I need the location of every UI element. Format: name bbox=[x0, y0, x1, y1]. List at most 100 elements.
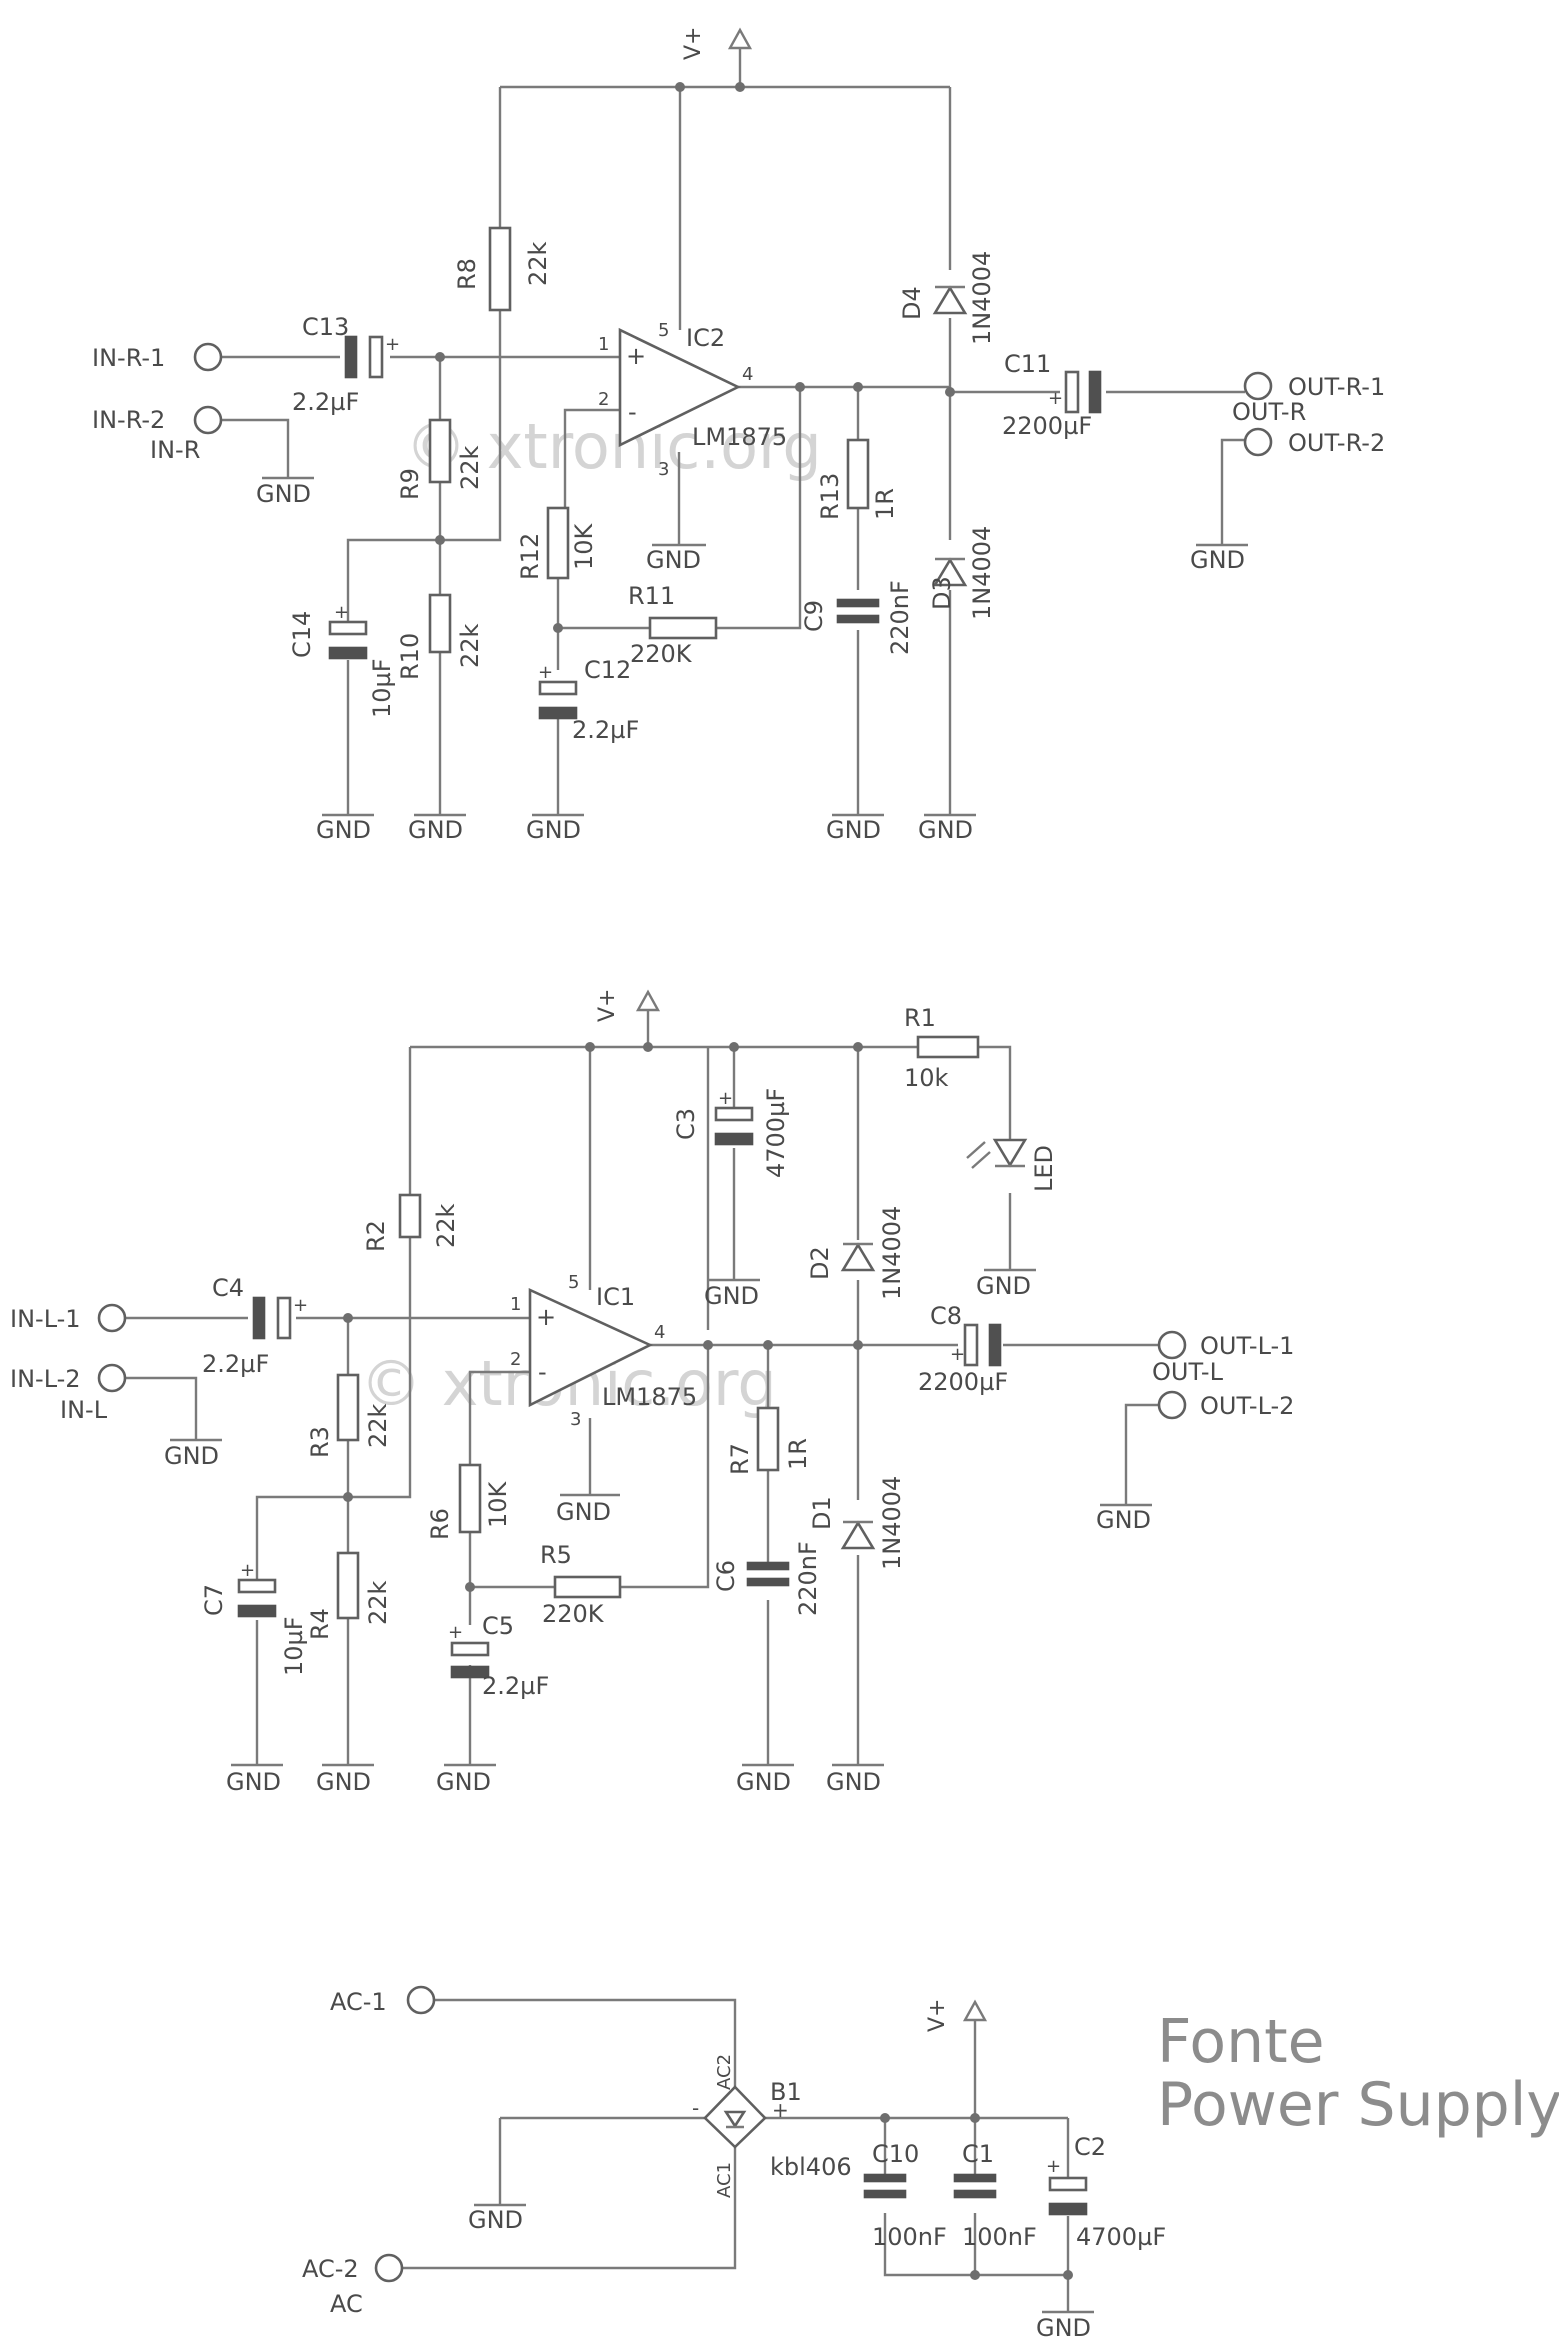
r7-value: 1R bbox=[784, 1438, 812, 1470]
c11-capacitor bbox=[1064, 370, 1080, 414]
left-channel-amplifier: + - 1 2 3 4 5 IC1 LM1875 V+ IN-L-1 IN-L-… bbox=[10, 989, 1294, 1796]
out-l-1-label: OUT-L-1 bbox=[1200, 1332, 1294, 1360]
in-r-1-label: IN-R-1 bbox=[92, 344, 165, 372]
c11-value: 2200µF bbox=[1002, 412, 1092, 440]
right-vplus-label: V+ bbox=[681, 27, 706, 60]
out-r-2-label: OUT-R-2 bbox=[1288, 429, 1385, 457]
out-l-2-label: OUT-L-2 bbox=[1200, 1392, 1294, 1420]
gnd-c14: GND bbox=[316, 816, 371, 844]
gnd-c9: GND bbox=[826, 816, 881, 844]
svg-text:+: + bbox=[385, 334, 400, 355]
gnd-ic2: GND bbox=[646, 546, 701, 574]
c14-capacitor bbox=[328, 620, 368, 636]
c9-capacitor bbox=[836, 598, 880, 608]
r6-label: R6 bbox=[426, 1508, 454, 1540]
ic2-pin4: 4 bbox=[742, 364, 753, 385]
power-supply: B1 kbl406 AC2 AC1 + - AC-1 AC-2 AC V+ C1… bbox=[302, 1985, 1559, 2342]
ic1-pin1: 1 bbox=[510, 1294, 521, 1315]
gnd-r-out: GND bbox=[1190, 546, 1245, 574]
c13-capacitor bbox=[344, 335, 358, 379]
svg-text:+: + bbox=[334, 602, 349, 623]
ac-label: AC bbox=[330, 2290, 363, 2318]
ic1-opamp-symbol bbox=[528, 1287, 654, 1408]
out-r-1-label: OUT-R-1 bbox=[1288, 373, 1385, 401]
c3-label: C3 bbox=[672, 1108, 700, 1140]
r4-resistor bbox=[336, 1551, 360, 1620]
r8-resistor bbox=[488, 226, 512, 312]
r1-label: R1 bbox=[904, 1004, 936, 1032]
gnd-c12: GND bbox=[526, 816, 581, 844]
c9-value: 220nF bbox=[886, 580, 914, 655]
ac-1-terminal bbox=[406, 1985, 436, 2015]
c13-value: 2.2µF bbox=[292, 388, 359, 416]
c4-value: 2.2µF bbox=[202, 1350, 269, 1378]
gnd-r10: GND bbox=[408, 816, 463, 844]
svg-text:+: + bbox=[448, 1622, 463, 1643]
r12-label: R12 bbox=[516, 533, 544, 580]
out-r-label: OUT-R bbox=[1232, 398, 1306, 426]
ic2-pin1: 1 bbox=[598, 334, 609, 355]
b1-label: B1 bbox=[770, 2078, 802, 2106]
c12-capacitor bbox=[538, 680, 578, 696]
gnd-l-out: GND bbox=[1096, 1506, 1151, 1534]
gnd-c6: GND bbox=[736, 1768, 791, 1796]
in-l-1-label: IN-L-1 bbox=[10, 1305, 81, 1333]
right-vplus-symbol: V+ bbox=[681, 27, 753, 60]
r9-label: R9 bbox=[396, 468, 424, 500]
svg-text:+: + bbox=[1046, 2156, 1061, 2177]
r4-label: R4 bbox=[306, 1608, 334, 1640]
in-l-2-terminal bbox=[97, 1363, 127, 1393]
c13-label: C13 bbox=[302, 313, 349, 341]
r5-label: R5 bbox=[540, 1541, 572, 1569]
r8-label: R8 bbox=[453, 258, 481, 290]
d2-value: 1N4004 bbox=[878, 1206, 906, 1300]
c2-capacitor bbox=[1048, 2176, 1088, 2192]
ic1-pin4: 4 bbox=[654, 1322, 665, 1343]
in-l-label: IN-L bbox=[60, 1396, 108, 1424]
r13-value: 1R bbox=[871, 488, 899, 520]
gnd-c7: GND bbox=[226, 1768, 281, 1796]
c12-value: 2.2µF bbox=[572, 716, 639, 744]
c2-label: C2 bbox=[1074, 2133, 1106, 2161]
d4-label: D4 bbox=[898, 286, 926, 320]
ic2-minus-sign: - bbox=[628, 398, 637, 426]
page-title-line1: Fonte bbox=[1157, 2007, 1325, 2077]
c14-label: C14 bbox=[288, 611, 316, 658]
b1-pin-ac2: AC2 bbox=[714, 2054, 735, 2090]
c5-value: 2.2µF bbox=[482, 1672, 549, 1700]
c4-capacitor bbox=[252, 1296, 266, 1340]
gnd-d1: GND bbox=[826, 1768, 881, 1796]
left-vplus-symbol: V+ bbox=[595, 989, 661, 1022]
svg-text:+: + bbox=[538, 662, 553, 683]
r11-resistor bbox=[648, 616, 718, 640]
left-vplus-label: V+ bbox=[595, 989, 620, 1022]
r8-value: 22k bbox=[524, 241, 552, 286]
c6-capacitor bbox=[746, 1561, 790, 1571]
d4-value: 1N4004 bbox=[968, 251, 996, 345]
c8-label: C8 bbox=[930, 1302, 962, 1330]
c11-label: C11 bbox=[1004, 350, 1051, 378]
c7-label: C7 bbox=[200, 1584, 228, 1616]
gnd-r-in: GND bbox=[256, 480, 311, 508]
supply-vplus-label: V+ bbox=[925, 1999, 950, 2032]
r4-value: 22k bbox=[364, 1580, 392, 1625]
c7-capacitor bbox=[237, 1578, 277, 1594]
d1-diode bbox=[840, 1520, 876, 1550]
ac-2-terminal bbox=[374, 2253, 404, 2283]
r10-value: 22k bbox=[456, 623, 484, 668]
c10-capacitor bbox=[863, 2173, 907, 2183]
c5-label: C5 bbox=[482, 1612, 514, 1640]
d3-label: D3 bbox=[928, 576, 956, 610]
b1-plus: + bbox=[772, 2098, 789, 2122]
gnd-c5: GND bbox=[436, 1768, 491, 1796]
r13-resistor bbox=[846, 438, 870, 510]
gnd-led: GND bbox=[976, 1272, 1031, 1300]
ic2-plus-sign: + bbox=[626, 342, 646, 370]
r3-resistor bbox=[336, 1373, 360, 1442]
in-l-2-label: IN-L-2 bbox=[10, 1365, 81, 1393]
c5-capacitor bbox=[450, 1641, 490, 1657]
in-l-1-terminal bbox=[97, 1303, 127, 1333]
ic1-pin3: 3 bbox=[570, 1409, 581, 1430]
r7-label: R7 bbox=[726, 1443, 754, 1475]
